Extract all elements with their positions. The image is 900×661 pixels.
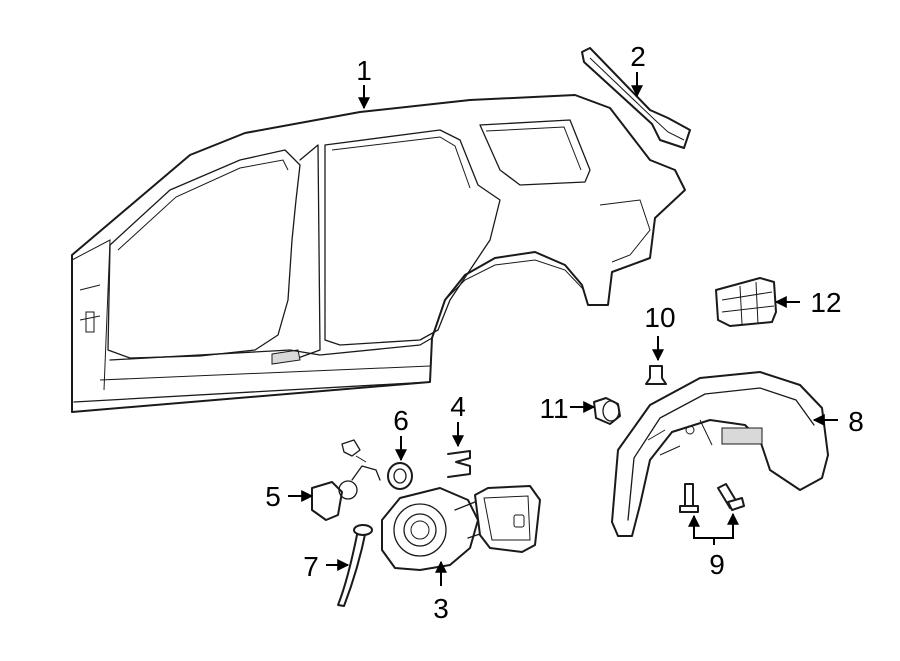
callout-7: 7 (303, 551, 319, 582)
callout-3: 3 (433, 593, 449, 624)
grommet (387, 462, 413, 490)
callout-5: 5 (265, 481, 281, 512)
callout-10: 10 (644, 302, 675, 333)
callout-labels: 1 2 3 4 5 6 7 8 9 10 11 12 (265, 41, 864, 624)
callout-12: 12 (810, 287, 841, 318)
callout-6: 6 (393, 405, 409, 436)
foam-block (715, 277, 777, 327)
door-spring (447, 450, 471, 478)
leader-9 (693, 522, 734, 539)
plug (593, 397, 621, 425)
push-pin (645, 365, 667, 385)
drain-hose (337, 524, 373, 607)
callout-9: 9 (709, 549, 725, 580)
callout-1: 1 (356, 55, 372, 86)
body-side-panel (71, 94, 686, 413)
wheelhouse-liner (611, 371, 829, 537)
leader-lines (288, 72, 838, 586)
roof-rail-molding (581, 47, 691, 149)
fuel-door-housing (381, 485, 541, 571)
callout-4: 4 (450, 391, 466, 422)
callout-11: 11 (539, 393, 568, 424)
callout-2: 2 (630, 41, 646, 72)
mounting-bolts (679, 483, 745, 513)
callout-8: 8 (848, 406, 864, 437)
release-actuator (311, 439, 381, 521)
